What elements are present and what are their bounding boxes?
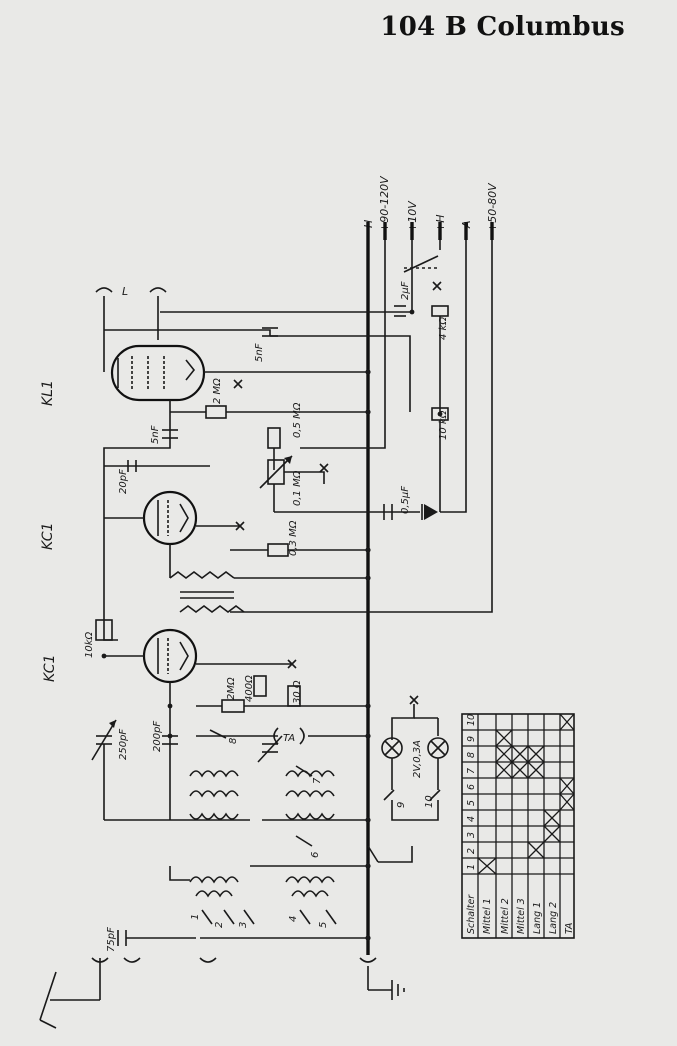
tube-kc1-middle-label: KC1 [40,523,56,551]
switch-table-row-label: TA [564,923,575,934]
tube-kl1: KL1 [40,344,206,406]
switch-table-column-2: 2 [466,848,477,854]
speaker-label: L [122,285,128,298]
c-05uf-label: 0,5µF [400,486,411,514]
tube-kc1-middle: KC1 [40,490,198,551]
switch-table-mark [527,841,545,859]
switch-table-mark [511,745,529,763]
r-400-label: 400Ω [244,675,255,702]
c-75pf-label: 75pF [106,927,117,952]
r-03m-label: 0,3 MΩ [288,520,299,556]
switch-7-label: 7 [312,777,323,784]
transformer [169,571,245,613]
lamp-label: 2V,0,3A [412,740,423,778]
c-2uf-label: 2µF [400,281,411,300]
switch-table-mark [559,777,575,795]
switch-table-row-label: Mittel 1 [482,898,493,934]
switch-table-column-6: 6 [466,784,477,790]
c-5nf-label: 5nF [150,425,161,444]
r-2m-label: 2 MΩ [212,378,223,404]
switch-table-column-4: 4 [466,816,477,822]
page-title: 104 B Columbus [380,12,625,42]
switch-4-label: 4 [288,916,299,922]
speaker-terminals: L [95,285,167,372]
tube-kl1-label: KL1 [40,380,56,406]
switch-6-label: 6 [310,852,321,858]
c-20pf-label: 20pF [118,469,129,494]
ta-connector: TA [273,727,305,745]
supply-terminals: -H +90-120V +10V +H -A +50-80V [362,175,499,240]
switch-table-mark [511,761,529,779]
switch-table-mark [559,793,575,811]
switch-table-column-10: 10 [466,714,477,726]
coil-group-lower: 6 [189,812,335,858]
switch-table-mark [543,825,561,843]
switch-5-label: 5 [318,922,329,928]
switch-table-row-label: Mittel 3 [516,898,527,934]
switch-table-mark [495,729,513,747]
tube-kc1-lower-label: KC1 [42,655,58,683]
r-2m-b-label: 2MΩ [226,677,237,700]
switch-table-mark [527,761,545,779]
r-10k-supply-label: 10 kΩ [438,410,449,440]
switch-table-column-7: 7 [466,768,477,774]
r-30-label: 30 Ω [292,680,303,704]
terminal-label-plus-90-120v: +90-120V [378,175,391,232]
switch-9-label: 9 [396,802,407,808]
switch-table-column-3: 3 [466,832,477,838]
switch-table-row-label: Mittel 2 [500,898,511,934]
r-05m-label: 0,5 MΩ [292,402,303,438]
switch-table-mark [495,761,513,779]
r-01m-label: 0,1 MΩ [292,470,303,506]
switch-table-column-9: 9 [466,736,477,742]
switch-table-row-label: Lang 2 [548,902,559,934]
switch-table-column-1: 1 [466,864,477,870]
switch-table-mark [543,809,561,827]
switch-3-label: 3 [238,922,249,928]
antenna-coils [189,876,335,898]
terminal-label-plus-10v: +10V [406,200,419,232]
switch-table-column-8: 8 [466,752,477,758]
r-10k-label: 10kΩ [84,631,95,658]
c-250pf-label: 250pF [118,729,129,760]
switch-8-label: 8 [228,738,239,744]
c-5nf-top-label: 5nF [254,343,265,362]
switch-table-mark [477,857,497,875]
band-switches: 1 2 3 4 5 [190,909,337,928]
c-200pf-label: 200pF [152,721,163,752]
terminal-label-plus-50-80v: +50-80V [486,182,499,232]
switch-table-row-label: Lang 1 [532,902,543,934]
switch-table-mark [527,745,545,763]
switch-table-column-5: 5 [466,800,477,806]
switch-table-mark [559,713,575,731]
ta-label: TA [283,733,295,744]
coil-group-upper: 7 [189,765,335,798]
dial-lamps: 2V,0,3A 9 10 [381,695,449,821]
r-4k-label: 4 kΩ [438,317,449,340]
bus-junctions [101,309,443,941]
switch-2-label: 2 [214,922,225,928]
switch-1-label: 1 [190,914,201,920]
switch-10-label: 10 [424,795,435,808]
switch-table-mark [495,745,513,763]
switch-table-header-label: Schalter [466,894,477,934]
